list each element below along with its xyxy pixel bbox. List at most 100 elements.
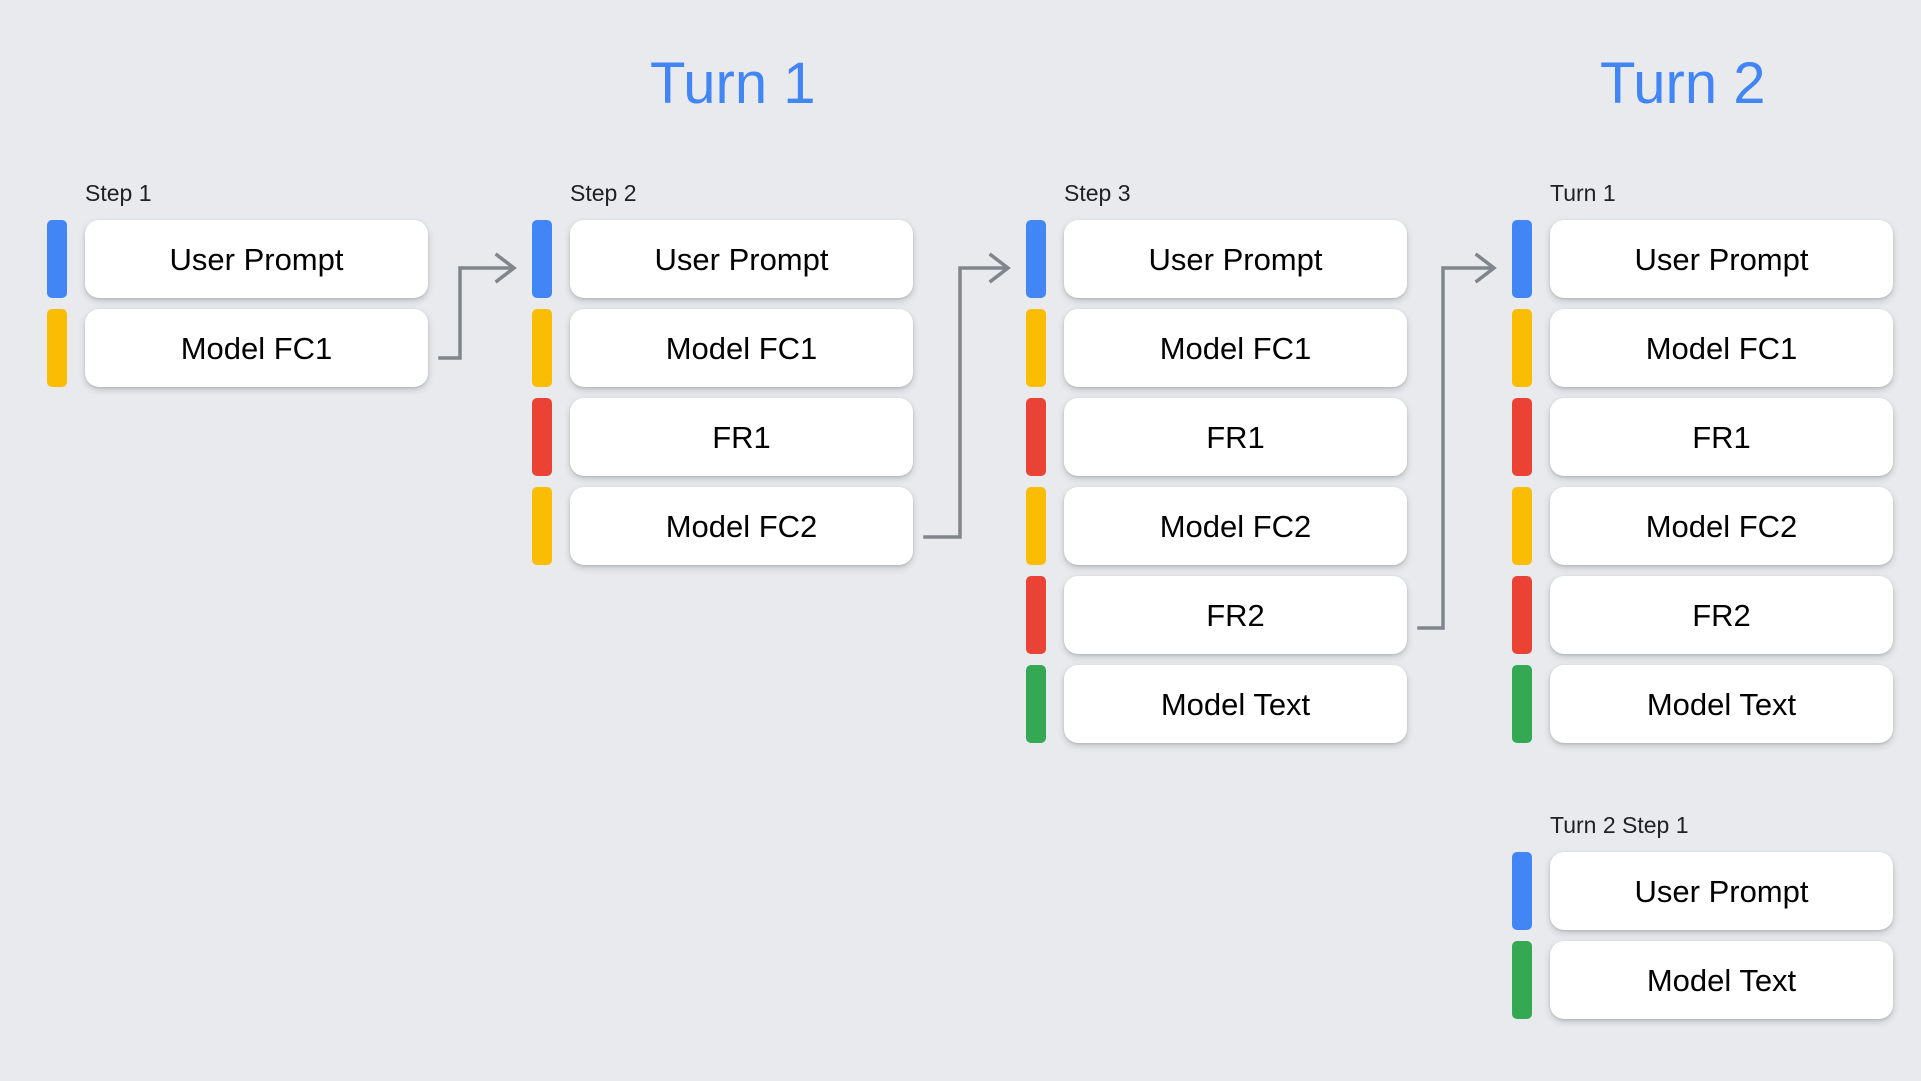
rows-step-3: User Prompt Model FC1 FR1 Model FC2 xyxy=(1026,220,1407,743)
list-item[interactable]: Model FC2 xyxy=(1026,487,1407,565)
message-card-label: Model FC2 xyxy=(1645,508,1798,544)
message-card[interactable]: Model FC2 xyxy=(570,487,913,565)
turn-2-heading: Turn 2 xyxy=(1600,51,1766,116)
status-bar-blue xyxy=(532,220,552,298)
column-label-turn2-step1: Turn 2 Step 1 xyxy=(1550,812,1689,838)
message-card[interactable]: FR2 xyxy=(1064,576,1407,654)
message-card-label: FR2 xyxy=(1206,597,1265,633)
status-bar-yellow xyxy=(1512,487,1532,565)
message-card[interactable]: User Prompt xyxy=(570,220,913,298)
rows-turn2-step1: User Prompt Model Text xyxy=(1512,852,1893,1019)
message-card[interactable]: Model FC1 xyxy=(570,309,913,387)
column-label-step-1: Step 1 xyxy=(85,180,152,206)
message-card-label: Model Text xyxy=(1160,686,1311,722)
message-card-label: Model FC2 xyxy=(1159,508,1312,544)
message-card[interactable]: FR1 xyxy=(1550,398,1893,476)
column-turn2-turn1: Turn 1 User Prompt Model FC1 FR1 xyxy=(1512,182,1893,743)
connector-arrow-step2-step3 xyxy=(923,252,1011,539)
list-item[interactable]: Model FC2 xyxy=(1512,487,1893,565)
status-bar-yellow xyxy=(1026,487,1046,565)
status-bar-green xyxy=(1026,665,1046,743)
list-item[interactable]: FR2 xyxy=(1512,576,1893,654)
message-card-label: Model FC1 xyxy=(1645,330,1798,366)
status-bar-red xyxy=(1026,576,1046,654)
list-item[interactable]: Model FC1 xyxy=(1026,309,1407,387)
message-card-label: Model FC1 xyxy=(1159,330,1312,366)
message-card-label: User Prompt xyxy=(169,241,344,277)
message-card-label: User Prompt xyxy=(1634,241,1809,277)
column-step-1: Step 1 User Prompt Model FC1 xyxy=(47,182,428,387)
connector-arrow-step1-step2 xyxy=(438,252,517,360)
list-item[interactable]: FR2 xyxy=(1026,576,1407,654)
column-step-2: Step 2 User Prompt Model FC1 FR1 xyxy=(532,182,913,565)
list-item[interactable]: FR1 xyxy=(1512,398,1893,476)
status-bar-red xyxy=(1026,398,1046,476)
rows-step-2: User Prompt Model FC1 FR1 Model FC2 xyxy=(532,220,913,565)
message-card-label: Model Text xyxy=(1646,686,1797,722)
message-card[interactable]: FR2 xyxy=(1550,576,1893,654)
status-bar-yellow xyxy=(532,487,552,565)
message-card[interactable]: Model FC2 xyxy=(1550,487,1893,565)
message-card-label: FR1 xyxy=(1206,419,1265,455)
message-card[interactable]: User Prompt xyxy=(1550,852,1893,930)
status-bar-blue xyxy=(1512,220,1532,298)
connector-arrow-step3-turn2 xyxy=(1417,252,1497,630)
status-bar-yellow xyxy=(1512,309,1532,387)
message-card-label: Model FC1 xyxy=(665,330,818,366)
status-bar-red xyxy=(1512,398,1532,476)
column-label-step-3: Step 3 xyxy=(1064,180,1131,206)
status-bar-yellow xyxy=(532,309,552,387)
list-item[interactable]: Model FC1 xyxy=(532,309,913,387)
list-item[interactable]: FR1 xyxy=(532,398,913,476)
list-item[interactable]: Model FC2 xyxy=(532,487,913,565)
turn-1-heading: Turn 1 xyxy=(650,51,816,116)
message-card-label: User Prompt xyxy=(654,241,829,277)
status-bar-blue xyxy=(1512,852,1532,930)
list-item[interactable]: User Prompt xyxy=(1512,852,1893,930)
status-bar-yellow xyxy=(47,309,67,387)
message-card[interactable]: Model FC2 xyxy=(1064,487,1407,565)
message-card[interactable]: FR1 xyxy=(1064,398,1407,476)
rows-turn2-turn1: User Prompt Model FC1 FR1 Model FC2 xyxy=(1512,220,1893,743)
status-bar-blue xyxy=(1026,220,1046,298)
status-bar-green xyxy=(1512,665,1532,743)
list-item[interactable]: Model Text xyxy=(1512,941,1893,1019)
rows-step-1: User Prompt Model FC1 xyxy=(47,220,428,387)
message-card[interactable]: User Prompt xyxy=(1064,220,1407,298)
list-item[interactable]: User Prompt xyxy=(1026,220,1407,298)
list-item[interactable]: Model Text xyxy=(1026,665,1407,743)
status-bar-green xyxy=(1512,941,1532,1019)
message-card[interactable]: User Prompt xyxy=(1550,220,1893,298)
list-item[interactable]: FR1 xyxy=(1026,398,1407,476)
message-card[interactable]: Model FC1 xyxy=(1064,309,1407,387)
message-card-label: User Prompt xyxy=(1148,241,1323,277)
status-bar-red xyxy=(1512,576,1532,654)
list-item[interactable]: User Prompt xyxy=(47,220,428,298)
message-card-label: Model FC2 xyxy=(665,508,818,544)
list-item[interactable]: User Prompt xyxy=(532,220,913,298)
list-item[interactable]: Model FC1 xyxy=(47,309,428,387)
column-label-step-2: Step 2 xyxy=(570,180,637,206)
message-card[interactable]: Model Text xyxy=(1550,665,1893,743)
list-item[interactable]: User Prompt xyxy=(1512,220,1893,298)
message-card-label: FR2 xyxy=(1692,597,1751,633)
column-label-turn2-turn1: Turn 1 xyxy=(1550,180,1616,206)
message-card[interactable]: FR1 xyxy=(570,398,913,476)
column-turn2-step1: Turn 2 Step 1 User Prompt Model Text xyxy=(1512,814,1893,1019)
message-card[interactable]: Model FC1 xyxy=(1550,309,1893,387)
message-card-label: Model FC1 xyxy=(180,330,333,366)
list-item[interactable]: Model Text xyxy=(1512,665,1893,743)
message-card[interactable]: Model FC1 xyxy=(85,309,428,387)
status-bar-blue xyxy=(47,220,67,298)
list-item[interactable]: Model FC1 xyxy=(1512,309,1893,387)
message-card-label: FR1 xyxy=(712,419,771,455)
message-card[interactable]: Model Text xyxy=(1550,941,1893,1019)
message-card-label: FR1 xyxy=(1692,419,1751,455)
message-card[interactable]: Model Text xyxy=(1064,665,1407,743)
message-card[interactable]: User Prompt xyxy=(85,220,428,298)
column-step-3: Step 3 User Prompt Model FC1 FR1 xyxy=(1026,182,1407,743)
message-card-label: User Prompt xyxy=(1634,873,1809,909)
status-bar-red xyxy=(532,398,552,476)
status-bar-yellow xyxy=(1026,309,1046,387)
